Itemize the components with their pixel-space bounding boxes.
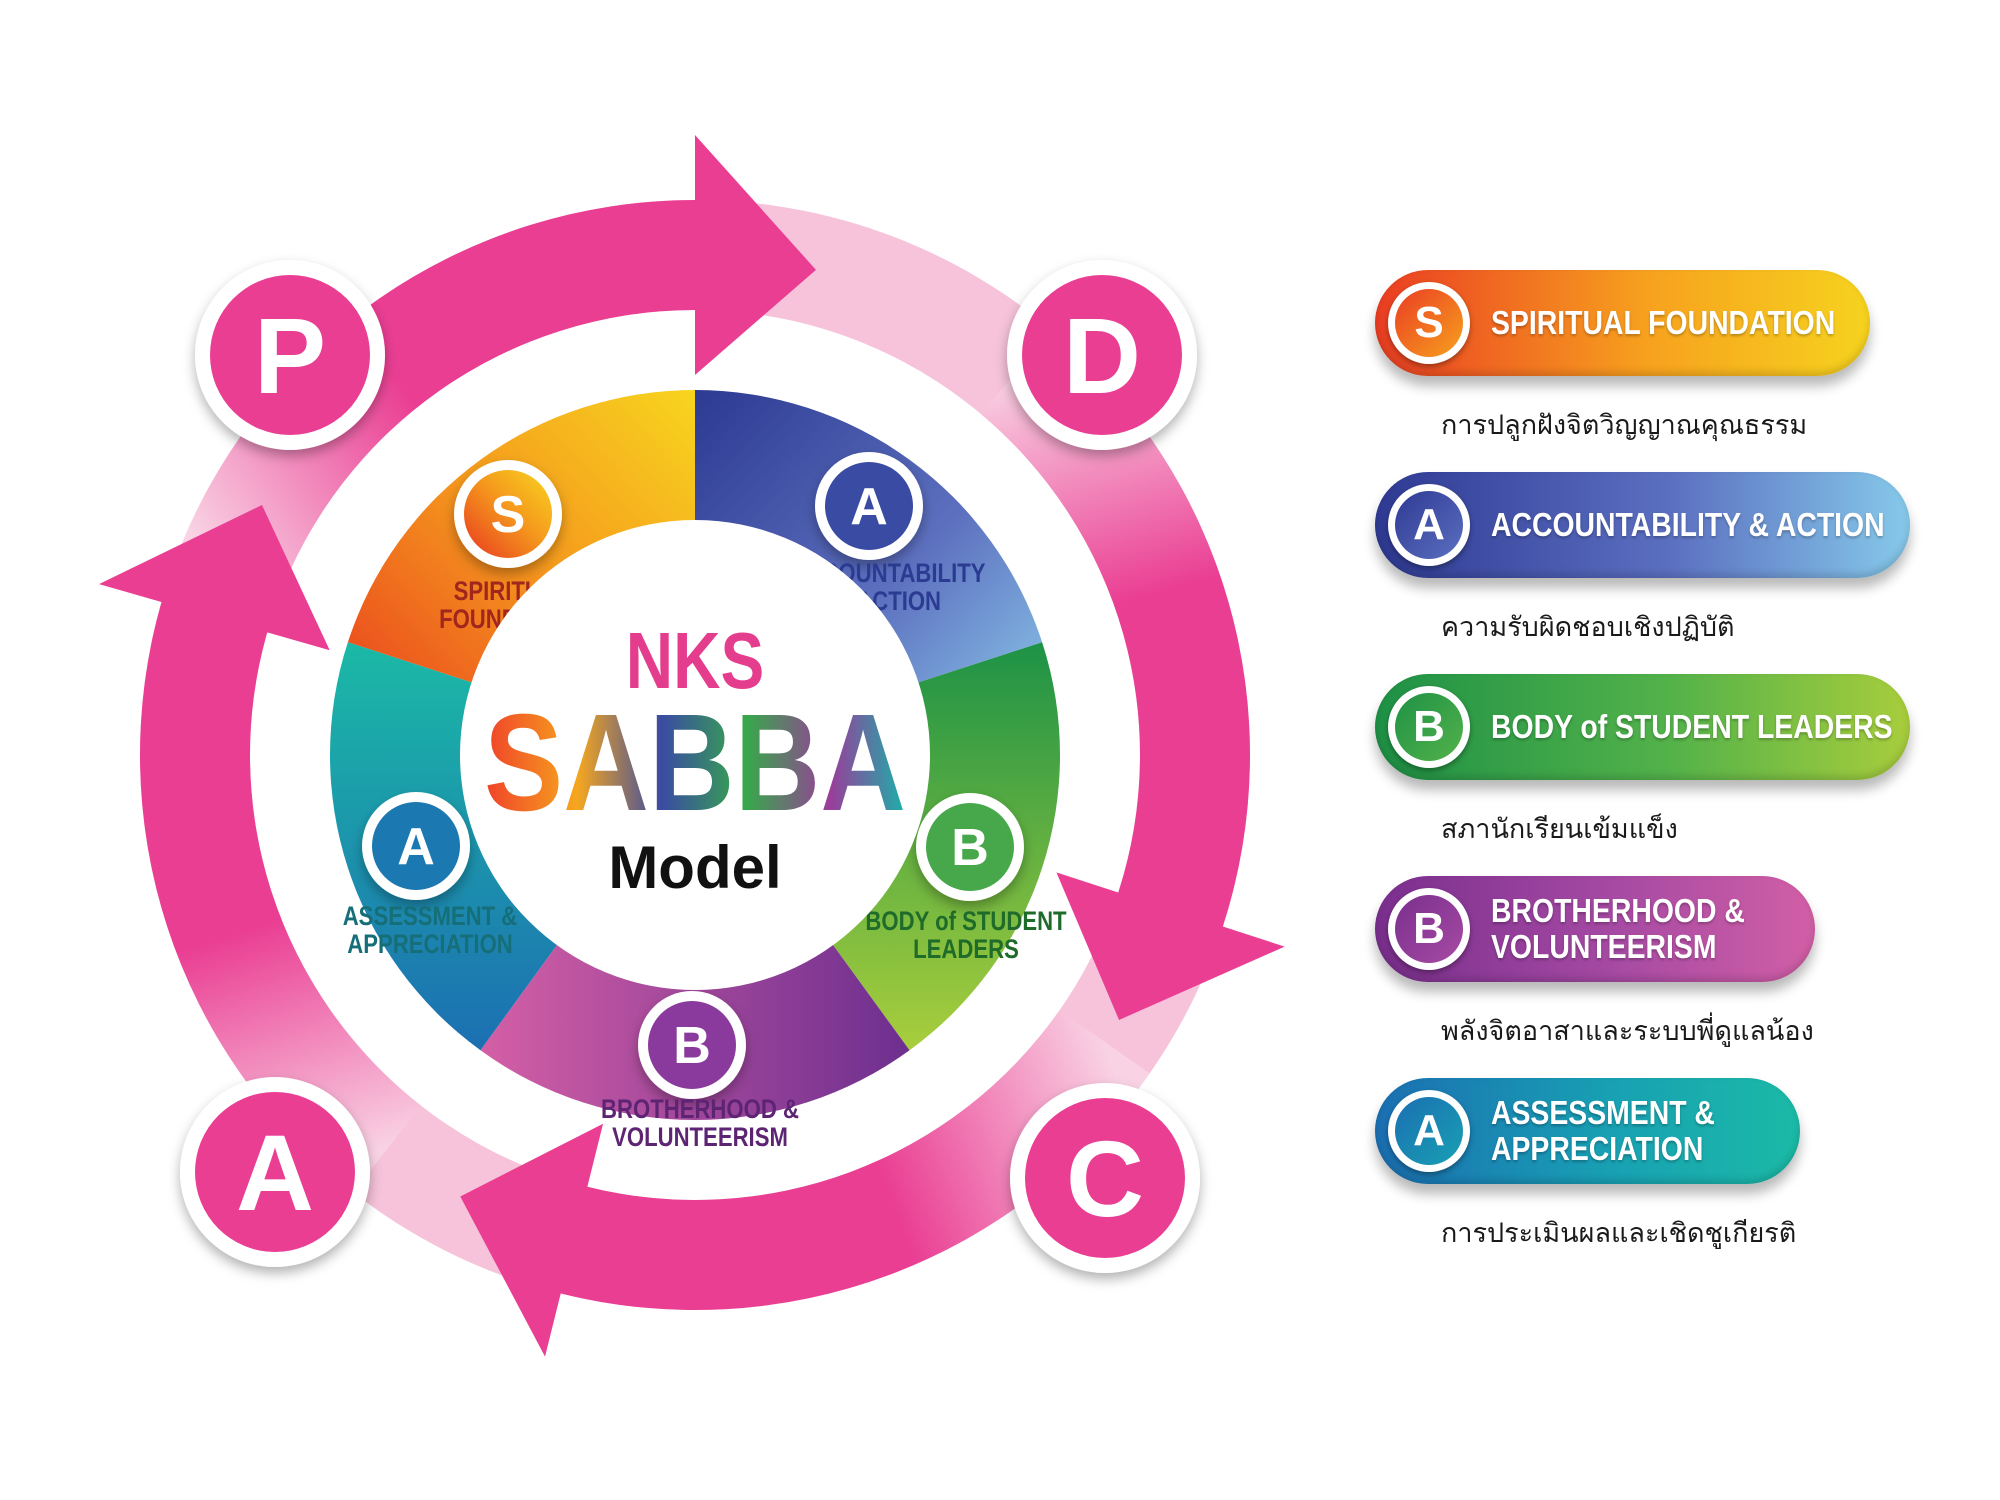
legend-title: BODY of STUDENT LEADERS — [1491, 708, 1893, 745]
legend-thai-description: พลังจิตอาสาและระบบพี่ดูแลน้อง — [1441, 1016, 1814, 1047]
legend-letter-badge: S — [1388, 282, 1470, 364]
legend-pill: B BROTHERHOOD &VOLUNTEERISM — [1375, 876, 1815, 982]
legend-pill: B BODY of STUDENT LEADERS — [1375, 674, 1910, 780]
cycle-letter: A — [236, 1112, 314, 1233]
legend-thai-description: ความรับผิดชอบเชิงปฏิบัติ — [1441, 612, 1735, 643]
legend-title: ACCOUNTABILITY & ACTION — [1491, 506, 1885, 543]
segment-letter: S — [491, 486, 526, 544]
cycle-letter: P — [254, 295, 326, 416]
legend-letter: B — [1395, 895, 1463, 963]
segment-label: APPRECIATION — [347, 930, 513, 960]
legend-thai-description: สภานักเรียนเข้มแข็ง — [1441, 814, 1678, 845]
center-disk — [460, 520, 930, 990]
segment-badge: A — [815, 452, 923, 560]
legend-letter: S — [1395, 289, 1463, 357]
cycle-letter: D — [1063, 295, 1141, 416]
legend: S SPIRITUAL FOUNDATION การปลูกฝังจิตวิญญาณ… — [1375, 270, 1975, 1280]
segment-label: VOLUNTEERISM — [612, 1123, 788, 1153]
cycle-arrow-d-to-c — [981, 329, 1285, 1020]
legend-pill: A ACCOUNTABILITY & ACTION — [1375, 472, 1910, 578]
legend-item: A ACCOUNTABILITY & ACTION ความรับผิดชอบเชิ… — [1375, 472, 1975, 674]
legend-title: SPIRITUAL FOUNDATION — [1491, 304, 1836, 341]
legend-letter-badge: B — [1388, 888, 1470, 970]
sabba-cycle-diagram: SSPIRITUALFOUNDATIONAACCOUNTABILITY& ACT… — [99, 135, 1285, 1357]
segment-label: LEADERS — [913, 935, 1019, 965]
cycle-arrow-c-to-a — [460, 1010, 1150, 1357]
cycle-badge-a: A — [180, 1077, 370, 1267]
segment-badge: A — [362, 792, 470, 900]
legend-letter-badge: A — [1388, 1090, 1470, 1172]
segment-badge: B — [916, 793, 1024, 901]
legend-item: A ASSESSMENT &APPRECIATION การประเมินผลและ… — [1375, 1078, 1975, 1280]
cycle-badge-p: P — [195, 260, 385, 450]
segment-badge: B — [638, 991, 746, 1099]
segment-letter: A — [850, 478, 888, 536]
cycle-arrow-a-to-p — [99, 505, 422, 1193]
cycle-badge-c: C — [1010, 1083, 1200, 1273]
segment-letter: A — [397, 818, 435, 876]
legend-item: B BROTHERHOOD &VOLUNTEERISM พลังจิตอาสาและ… — [1375, 876, 1975, 1078]
legend-title: BROTHERHOOD &VOLUNTEERISM — [1491, 892, 1745, 965]
legend-pill: A ASSESSMENT &APPRECIATION — [1375, 1078, 1800, 1184]
segment-letter: B — [673, 1017, 711, 1075]
legend-letter-badge: A — [1388, 484, 1470, 566]
segment-label: ASSESSMENT & — [343, 902, 518, 932]
segment-label: BODY of STUDENT — [865, 907, 1066, 937]
cycle-arrow-p-to-d — [173, 135, 816, 603]
legend-pill: S SPIRITUAL FOUNDATION — [1375, 270, 1870, 376]
legend-letter: B — [1395, 693, 1463, 761]
cycle-arrows — [99, 135, 1285, 1357]
legend-thai-description: การประเมินผลและเชิดชูเกียรติ — [1441, 1218, 1797, 1249]
segment-badge: S — [454, 460, 562, 568]
legend-item: S SPIRITUAL FOUNDATION การปลูกฝังจิตวิญญาณ… — [1375, 270, 1975, 472]
segment-label: BROTHERHOOD & — [601, 1095, 799, 1125]
legend-letter: A — [1395, 491, 1463, 559]
center-title-nks: NKS — [626, 616, 764, 706]
center-title-model: Model — [608, 834, 781, 901]
center-title-sabba: SABBA — [484, 686, 906, 840]
cycle-badges: P D C A — [180, 260, 1200, 1273]
legend-title: ASSESSMENT &APPRECIATION — [1491, 1094, 1715, 1167]
legend-item: B BODY of STUDENT LEADERS สภานักเรียนเข้มแ… — [1375, 674, 1975, 876]
cycle-badge-d: D — [1007, 260, 1197, 450]
segment-letter: B — [951, 819, 989, 877]
legend-letter-badge: B — [1388, 686, 1470, 768]
legend-thai-description: การปลูกฝังจิตวิญญาณคุณธรรม — [1441, 410, 1808, 441]
legend-letter: A — [1395, 1097, 1463, 1165]
cycle-letter: C — [1066, 1118, 1144, 1239]
